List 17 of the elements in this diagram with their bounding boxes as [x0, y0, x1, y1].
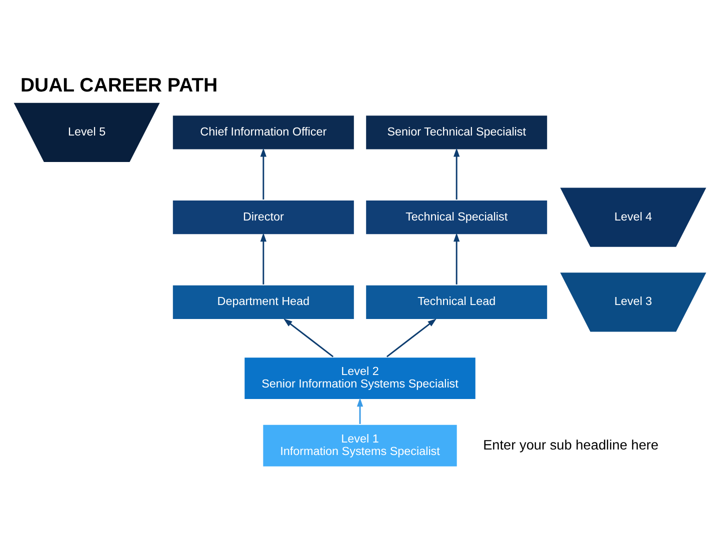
diagram-title: DUAL CAREER PATH: [20, 74, 218, 96]
arrow: [386, 318, 436, 358]
arrow: [454, 232, 460, 284]
node-box: Department Head: [171, 284, 356, 320]
node-box: Senior Technical Specialist: [364, 114, 549, 151]
arrow: [260, 232, 266, 284]
arrow: [284, 318, 334, 358]
node-box: Chief Information Officer: [171, 114, 356, 151]
arrow: [356, 398, 364, 424]
node-box: Technical Specialist: [364, 199, 549, 236]
node-box: Director: [171, 199, 356, 236]
node-box: Level 1 Information Systems Specialist: [262, 423, 458, 468]
arrow: [260, 148, 266, 200]
arrow: [454, 148, 460, 200]
node-box: Technical Lead: [364, 284, 549, 320]
node-box: Level 2 Senior Information Systems Specialist: [243, 356, 477, 400]
label: Enter your sub headline here: [483, 437, 658, 452]
